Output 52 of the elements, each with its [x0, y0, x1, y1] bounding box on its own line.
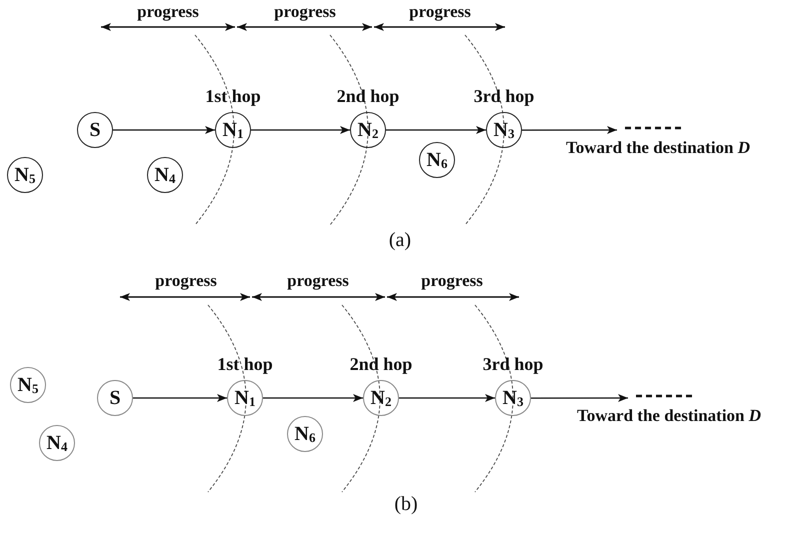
node-label: N$_{1}$: [234, 388, 256, 408]
arrow: [386, 126, 486, 134]
node-circle: [350, 112, 386, 148]
node-label: N$_{2}$: [358, 120, 378, 140]
node-label: N$_{4}$: [154, 165, 176, 185]
destination-label: Toward the destination D: [566, 131, 750, 156]
node-circle: [363, 380, 399, 416]
node-label: S: [109, 388, 121, 408]
node-circle: [147, 157, 183, 193]
hop-label: 2nd hop: [336, 87, 400, 105]
node-circle: [10, 367, 46, 403]
node-label: N$_{3}$: [502, 388, 524, 408]
progress-label: progress: [137, 3, 199, 20]
node-label: N$_{3}$: [494, 120, 514, 140]
hop-label: 3rd hop: [482, 355, 544, 373]
panel-caption: (b): [394, 494, 418, 514]
arrow: [263, 394, 363, 402]
node-label: N$_{1}$: [222, 120, 244, 140]
hop-label: 1st hop: [217, 355, 273, 373]
progress-label: progress: [421, 272, 483, 289]
progress-label: progress: [287, 272, 349, 289]
arrow: [522, 126, 617, 134]
panel-caption: (a): [388, 230, 412, 250]
arrow: [251, 126, 350, 134]
node-circle: [287, 416, 323, 452]
arrow: [531, 394, 628, 402]
arrow: [113, 126, 215, 134]
node-label: N$_{5}$: [14, 165, 36, 185]
node-circle: [7, 157, 43, 193]
progress-label: progress: [155, 272, 217, 289]
node-label: N$_{6}$: [294, 424, 316, 444]
hop-label: 3rd hop: [474, 87, 534, 105]
node-label: N$_{5}$: [18, 375, 38, 395]
node-label: S: [89, 120, 101, 140]
node-label: N$_{6}$: [426, 150, 448, 170]
node-circle: [215, 112, 251, 148]
arrow: [133, 394, 227, 402]
hop-label: 2nd hop: [350, 355, 412, 373]
node-circle: [486, 112, 522, 148]
progress-label: progress: [274, 3, 336, 20]
node-circle: [419, 142, 455, 178]
destination-label: Toward the destination D: [577, 399, 762, 424]
node-circle: [39, 425, 75, 461]
node-circle: [495, 380, 531, 416]
node-circle: [77, 112, 113, 148]
hop-label: 1st hop: [205, 87, 261, 105]
progress-label: progress: [409, 3, 471, 20]
node-label: N$_{2}$: [370, 388, 392, 408]
arrow: [399, 394, 495, 402]
node-circle: [227, 380, 263, 416]
node-label: N$_{4}$: [46, 433, 68, 453]
node-circle: [97, 380, 133, 416]
